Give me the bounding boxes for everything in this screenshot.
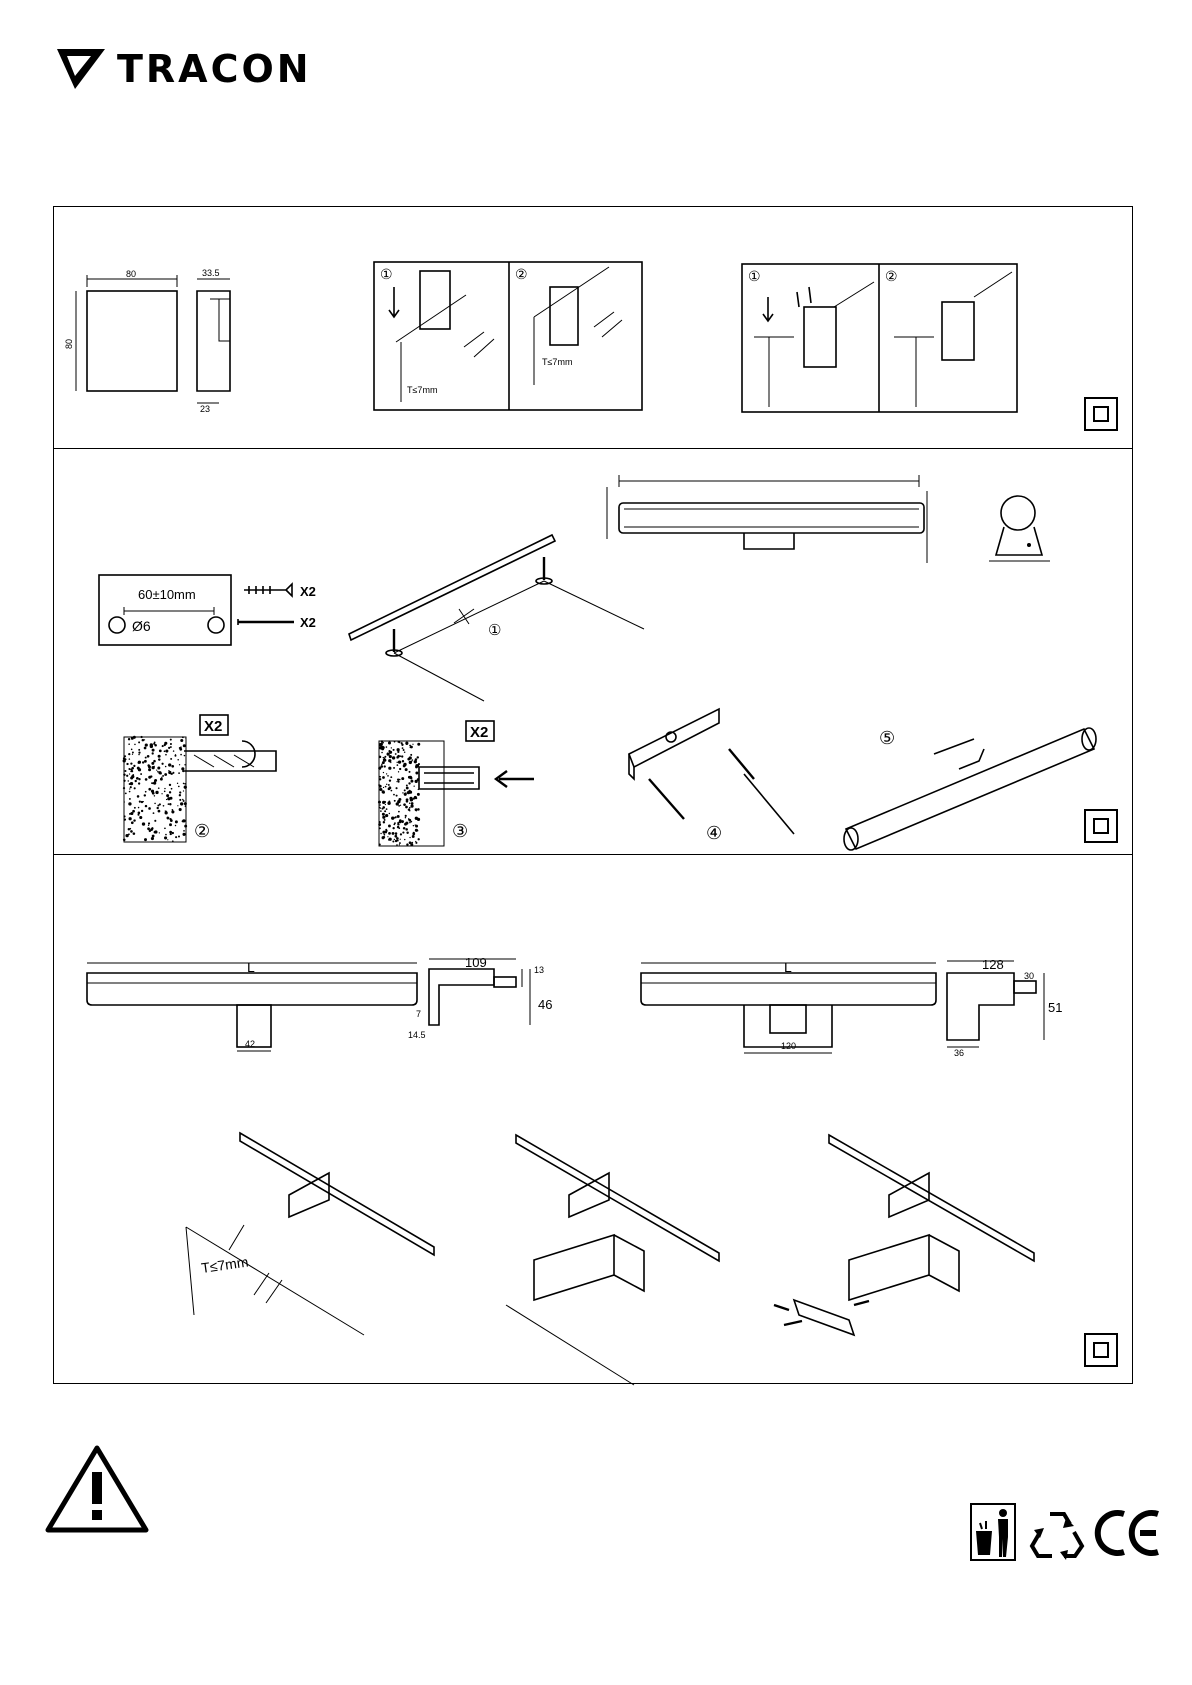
anchor-qty: X2 xyxy=(470,724,488,741)
foot-a: 7 xyxy=(416,1009,421,1019)
foot-b: 36 xyxy=(954,1048,964,1058)
height-a: 46 xyxy=(538,997,552,1012)
step-3-marker: ③ xyxy=(452,821,468,841)
anchors-qty: X2 xyxy=(300,584,316,599)
brand-name: TRACON xyxy=(117,50,312,88)
top-a: 13 xyxy=(534,965,544,975)
depth-b: 128 xyxy=(982,957,1004,972)
top-b: 30 xyxy=(1024,971,1034,981)
base-a: 42 xyxy=(245,1039,255,1049)
drill-qty: X2 xyxy=(204,718,222,735)
class-ii-icon xyxy=(1084,809,1118,843)
wall-mount-drawings: 60±10mm Ø6 X2 X2 ① xyxy=(54,449,1134,855)
glass-clip-drawings: 80 80 33.5 23 ① ② T≤7mm T≤7mm xyxy=(54,207,1134,449)
step-1-marker: ① xyxy=(488,622,501,639)
step-2-marker: ② xyxy=(194,821,210,841)
wall-texture xyxy=(123,736,421,846)
brand-logo: TRACON xyxy=(55,46,325,91)
height-b: 51 xyxy=(1048,1000,1062,1015)
step-1-label: ① xyxy=(380,266,393,282)
step-1b-label: ① xyxy=(748,268,761,284)
screws-qty: X2 xyxy=(300,615,316,630)
thickness-label-b: T≤7mm xyxy=(542,357,572,367)
base-b: 120 xyxy=(781,1041,796,1051)
step-2-label: ② xyxy=(515,266,528,282)
section-glass-clip: 80 80 33.5 23 ① ② T≤7mm T≤7mm xyxy=(54,207,1132,449)
ce-mark-icon xyxy=(1098,1508,1162,1558)
drill-spacing: 60±10mm xyxy=(138,587,196,602)
class-ii-icon xyxy=(1084,1333,1118,1367)
dim-base: 23 xyxy=(200,404,210,414)
drill-diameter: Ø6 xyxy=(132,618,151,634)
dim-width: 80 xyxy=(126,269,136,279)
depth-a: 109 xyxy=(465,955,487,970)
dimension-drawings: L 42 109 13 46 7 14.5 L 120 xyxy=(54,855,1134,1383)
tracon-logo-icon xyxy=(55,46,107,91)
thickness-label-c: T≤7mm xyxy=(200,1254,249,1276)
wheelie-bin-icon xyxy=(970,1503,1016,1561)
step-2b-label: ② xyxy=(885,268,898,284)
thickness-label-a: T≤7mm xyxy=(407,385,437,395)
class-ii-icon xyxy=(1084,397,1118,431)
dim-height: 80 xyxy=(64,339,74,349)
section-dimensions: L 42 109 13 46 7 14.5 L 120 xyxy=(54,855,1132,1383)
recycle-icon xyxy=(1030,1508,1084,1560)
instruction-frame: 80 80 33.5 23 ① ② T≤7mm T≤7mm xyxy=(53,206,1133,1384)
length-b: L xyxy=(784,959,792,975)
dim-depth: 33.5 xyxy=(202,268,220,278)
step-5-marker: ⑤ xyxy=(879,728,895,748)
step-4-marker: ④ xyxy=(706,823,722,843)
warning-triangle-icon xyxy=(45,1444,150,1534)
length-a: L xyxy=(247,959,255,975)
foot-depth-a: 14.5 xyxy=(408,1030,426,1040)
section-wall-mount: 60±10mm Ø6 X2 X2 ① xyxy=(54,449,1132,855)
